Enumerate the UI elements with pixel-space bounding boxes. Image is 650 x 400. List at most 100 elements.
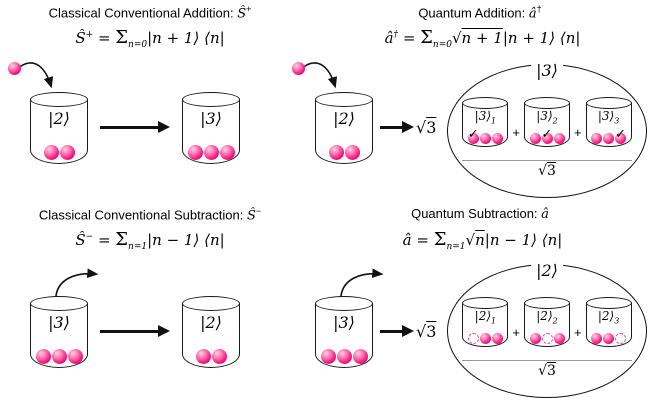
sqrt3-coefficient: √3 xyxy=(416,118,436,137)
equals-sign: = xyxy=(402,29,416,47)
ball xyxy=(43,145,59,160)
term-index: 3 xyxy=(614,116,620,126)
added-ball xyxy=(292,62,305,75)
radical-sign: √ xyxy=(451,29,462,47)
radicand: n + 1 xyxy=(461,29,503,47)
sigma-symbol: Σ xyxy=(433,229,447,250)
bucket-state-2: |2⟩ xyxy=(182,296,240,368)
bucket-state-3: |3⟩ xyxy=(182,92,240,164)
state-label: |3⟩ xyxy=(597,109,615,123)
remove-ball-arrow xyxy=(55,268,99,297)
title-text: Quantum Subtraction: xyxy=(411,206,542,221)
operator-symbol: Ŝ xyxy=(75,29,86,47)
mini-bucket-balls: ✓ xyxy=(462,127,508,144)
state-label: |3⟩ xyxy=(474,109,492,123)
mini-bucket-balls xyxy=(524,333,570,344)
bucket-body xyxy=(462,103,509,147)
radicand: 3 xyxy=(547,163,556,179)
mini-bucket-balls xyxy=(586,333,632,344)
bucket-body xyxy=(315,99,373,164)
sqrt3-denominator: √3 xyxy=(448,163,646,179)
transition-arrow xyxy=(380,325,414,337)
state-label: |2⟩ xyxy=(536,309,553,323)
add-ball-arrow xyxy=(304,62,338,89)
ball xyxy=(328,145,344,160)
bucket-balls xyxy=(30,349,88,364)
bucket-state-2: |2⟩ xyxy=(315,92,373,164)
bucket-state-3: |3⟩ xyxy=(30,296,88,368)
state-label: |2⟩ xyxy=(597,309,615,323)
ball xyxy=(553,133,565,144)
operator-symbol: â xyxy=(384,29,394,47)
sigma-symbol: Σ xyxy=(420,27,433,48)
bucket-state-label: |3⟩ xyxy=(200,109,222,128)
mini-bucket-balls xyxy=(462,333,508,344)
bucket-state-label: |3⟩ xyxy=(48,313,70,332)
classical-subtraction-formula: Ŝ− = Σn=1|n − 1⟩ ⟨n| xyxy=(10,229,290,252)
bucket-balls xyxy=(182,349,240,364)
check-ball: ✓ xyxy=(615,127,627,144)
ball xyxy=(211,349,227,364)
quantum-subtraction-title: Quantum Subtraction: â xyxy=(350,206,610,222)
radical-sign: √ xyxy=(538,363,547,379)
term-index: 1 xyxy=(491,116,497,126)
bucket-balls xyxy=(182,145,240,160)
bucket-balls xyxy=(315,349,373,364)
ball xyxy=(491,333,503,344)
mini-bucket-term-3: |2⟩3 xyxy=(585,297,632,347)
bucket-body xyxy=(315,303,373,368)
add-ball-arrow xyxy=(20,62,54,89)
title-text: Quantum Addition: xyxy=(418,5,529,21)
classical-subtraction-title: Classical Conventional Subtraction: Ŝ− xyxy=(0,206,300,223)
operator-symbol: Ŝ xyxy=(75,231,86,249)
bucket-body xyxy=(524,103,570,147)
term-index: 2 xyxy=(552,116,558,126)
bucket-body xyxy=(30,303,88,368)
ball xyxy=(591,333,603,344)
term-index: 3 xyxy=(614,316,620,326)
quantum-addition-title: Quantum Addition: â† xyxy=(350,4,610,21)
bucket-state-3: |3⟩ xyxy=(315,296,373,368)
ball xyxy=(352,349,368,364)
ball xyxy=(603,133,615,144)
ball xyxy=(51,349,67,364)
state-label: |3⟩ xyxy=(536,109,553,123)
mini-bucket-term-2: |3⟩2 ✓ xyxy=(524,97,570,147)
operator-superscript: − xyxy=(255,206,262,216)
mini-bucket-term-2: |2⟩2 xyxy=(524,297,570,347)
radical-sign: √ xyxy=(416,322,427,341)
sigma-subscript: n=1 xyxy=(446,242,466,252)
bucket-body xyxy=(182,303,240,368)
ball xyxy=(203,145,219,160)
mini-bucket-term-1: |2⟩1 xyxy=(462,297,509,347)
operator-symbol: Ŝ xyxy=(237,6,247,22)
mini-bucket-term-1: |3⟩1 ✓ xyxy=(462,97,509,147)
dashed-ball xyxy=(467,333,479,344)
transition-arrow xyxy=(380,121,414,133)
state-label: |2⟩ xyxy=(474,309,492,323)
sqrt3-denominator: √3 xyxy=(448,363,646,379)
title-text: Classical Conventional Addition: xyxy=(48,5,238,21)
ball xyxy=(553,333,565,344)
bucket-balls xyxy=(315,145,373,160)
sigma-symbol: Σ xyxy=(115,229,129,250)
bucket-state-2: |2⟩ xyxy=(30,92,88,164)
ball xyxy=(67,349,83,364)
added-ball xyxy=(8,62,21,75)
dagger-superscript: † xyxy=(536,4,542,14)
plus-sign: + xyxy=(512,325,520,340)
ket-bra-expression: |n + 1⟩ ⟨n| xyxy=(502,29,581,47)
mini-bucket-label: |3⟩2 xyxy=(524,109,570,125)
mini-bucket-balls: ✓ xyxy=(524,127,570,144)
ball xyxy=(344,145,360,160)
check-ball: ✓ xyxy=(541,127,553,144)
ball xyxy=(529,133,541,144)
transition-arrow xyxy=(100,325,170,337)
ball xyxy=(320,349,336,364)
operator-symbol: â xyxy=(541,207,549,222)
mini-bucket-label: |2⟩3 xyxy=(586,309,632,325)
sigma-subscript: n=0 xyxy=(432,40,452,50)
bucket-body xyxy=(524,303,570,347)
dashed-ball xyxy=(615,333,627,344)
equals-sign: = xyxy=(97,231,111,249)
